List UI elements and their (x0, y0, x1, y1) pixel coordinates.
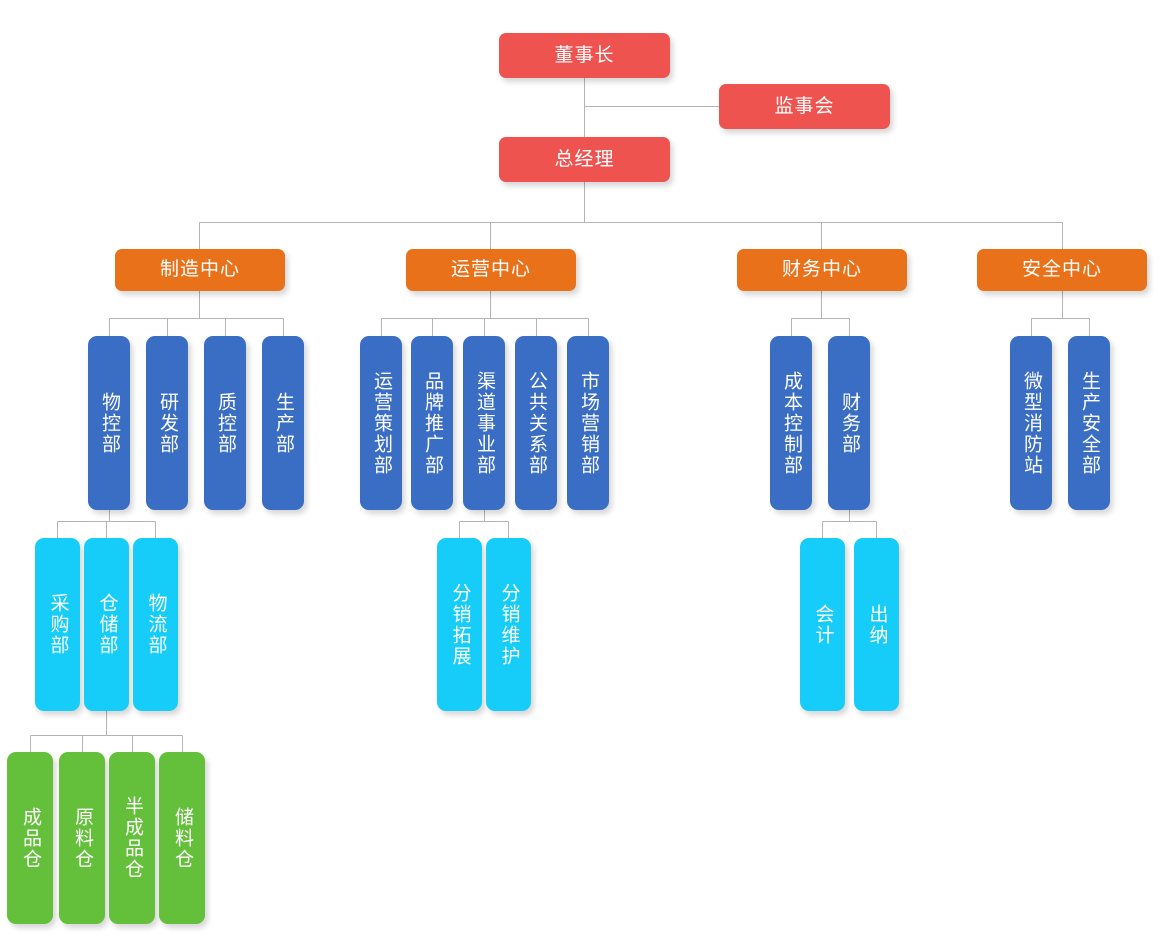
node-production-safety-dept[interactable]: 生产安全部 (1068, 336, 1110, 510)
node-marketing-dept-label: 市场营销部 (577, 370, 599, 476)
node-finance-center-label: 财务中心 (781, 259, 862, 281)
node-finance-dept-label: 财务部 (838, 391, 860, 455)
node-manufacturing-center[interactable]: 制造中心 (115, 249, 285, 291)
node-storage-material-warehouse-label: 储料仓 (171, 806, 193, 870)
node-brand-promotion-dept[interactable]: 品牌推广部 (411, 336, 453, 510)
node-material-control-dept-label: 物控部 (98, 391, 120, 455)
node-chairman[interactable]: 董事长 (499, 33, 670, 78)
node-operations-planning-dept[interactable]: 运营策划部 (360, 336, 402, 510)
node-distribution-maintenance-label: 分销维护 (498, 582, 520, 667)
node-brand-promotion-dept-label: 品牌推广部 (421, 370, 443, 476)
node-production-dept-label: 生产部 (272, 391, 294, 455)
node-production-safety-dept-label: 生产安全部 (1078, 370, 1100, 476)
node-warehousing-dept[interactable]: 仓储部 (84, 538, 129, 711)
node-general-manager-label: 总经理 (554, 148, 615, 170)
node-rd-dept[interactable]: 研发部 (146, 336, 188, 510)
node-safety-center-label: 安全中心 (1021, 259, 1102, 281)
node-finance-center[interactable]: 财务中心 (737, 249, 907, 291)
node-accounting[interactable]: 会计 (800, 538, 845, 711)
node-finance-dept[interactable]: 财务部 (828, 336, 870, 510)
node-marketing-dept[interactable]: 市场营销部 (567, 336, 609, 510)
node-semi-finished-warehouse[interactable]: 半成品仓 (109, 752, 155, 924)
node-quality-control-dept-label: 质控部 (214, 391, 236, 455)
node-production-dept[interactable]: 生产部 (262, 336, 304, 510)
node-operations-center-label: 运营中心 (450, 259, 531, 281)
node-warehousing-dept-label: 仓储部 (96, 593, 118, 656)
node-cashier-label: 出纳 (866, 603, 888, 646)
node-supervisory-board-label: 监事会 (774, 95, 835, 117)
node-supervisory-board[interactable]: 监事会 (719, 84, 890, 129)
node-manufacturing-center-label: 制造中心 (159, 259, 240, 281)
node-storage-material-warehouse[interactable]: 储料仓 (159, 752, 205, 924)
node-distribution-maintenance[interactable]: 分销维护 (486, 538, 531, 711)
node-finished-goods-warehouse-label: 成品仓 (19, 806, 41, 870)
node-purchasing-dept-label: 采购部 (47, 593, 69, 656)
node-safety-center[interactable]: 安全中心 (977, 249, 1147, 291)
node-public-relations-dept-label: 公共关系部 (525, 370, 547, 476)
node-chairman-label: 董事长 (554, 44, 615, 66)
node-distribution-development[interactable]: 分销拓展 (437, 538, 482, 711)
node-micro-fire-station-label: 微型消防站 (1020, 370, 1042, 476)
node-quality-control-dept[interactable]: 质控部 (204, 336, 246, 510)
node-public-relations-dept[interactable]: 公共关系部 (515, 336, 557, 510)
node-operations-center[interactable]: 运营中心 (406, 249, 576, 291)
node-material-control-dept[interactable]: 物控部 (88, 336, 130, 510)
node-purchasing-dept[interactable]: 采购部 (35, 538, 80, 711)
node-channel-business-dept-label: 渠道事业部 (473, 370, 495, 476)
node-cashier[interactable]: 出纳 (854, 538, 899, 711)
node-distribution-development-label: 分销拓展 (449, 582, 471, 667)
node-raw-material-warehouse[interactable]: 原料仓 (59, 752, 105, 924)
node-micro-fire-station[interactable]: 微型消防站 (1010, 336, 1052, 510)
node-finished-goods-warehouse[interactable]: 成品仓 (7, 752, 53, 924)
node-logistics-dept-label: 物流部 (145, 593, 167, 656)
node-semi-finished-warehouse-label: 半成品仓 (121, 796, 143, 880)
node-rd-dept-label: 研发部 (156, 391, 178, 455)
node-channel-business-dept[interactable]: 渠道事业部 (463, 336, 505, 510)
node-cost-control-dept[interactable]: 成本控制部 (770, 336, 812, 510)
node-operations-planning-dept-label: 运营策划部 (370, 370, 392, 476)
node-accounting-label: 会计 (812, 603, 834, 646)
node-logistics-dept[interactable]: 物流部 (133, 538, 178, 711)
node-general-manager[interactable]: 总经理 (499, 137, 670, 182)
node-raw-material-warehouse-label: 原料仓 (71, 806, 93, 870)
node-cost-control-dept-label: 成本控制部 (780, 370, 802, 476)
